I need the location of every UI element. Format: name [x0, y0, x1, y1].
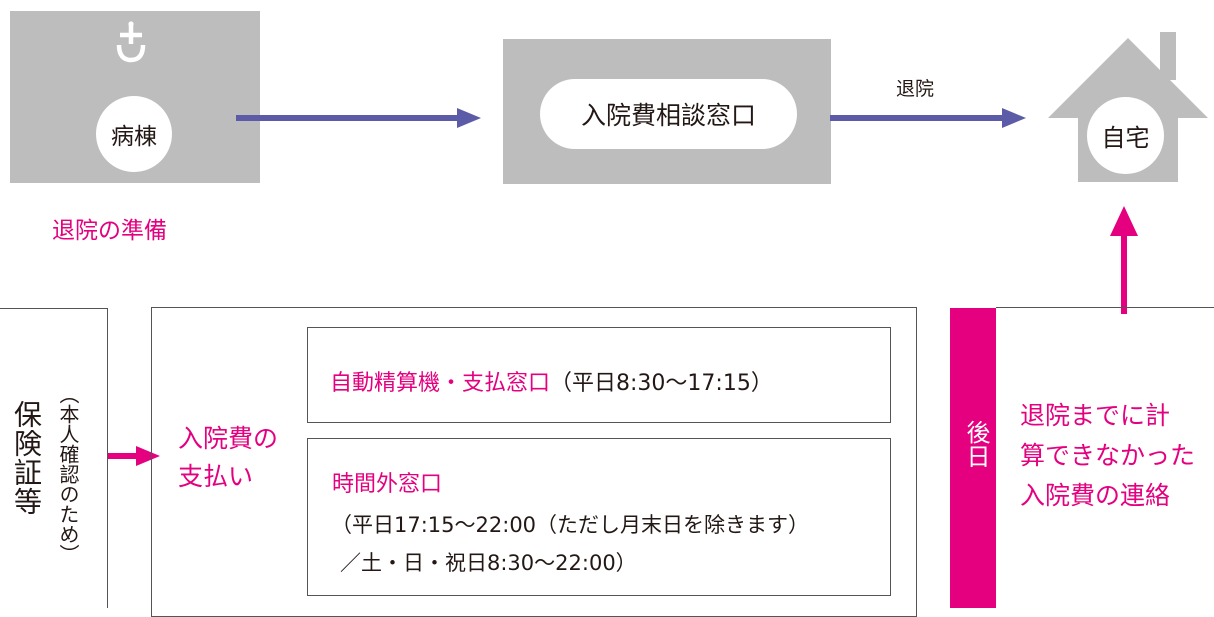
- prep-label: 退院の準備: [52, 218, 167, 244]
- consultation-label: 入院費相談窓口: [580, 101, 756, 130]
- contact-line3: 入院費の連絡: [1020, 481, 1171, 510]
- counter1-title: 自動精算機・支払窓口: [330, 371, 551, 396]
- arrow-insurance-to-payment: [108, 446, 160, 466]
- hospital-cross-icon: [116, 21, 146, 63]
- counter2-line1: （平日17:15〜22:00（ただし月末日を除きます）: [331, 513, 810, 537]
- later-label: 後日: [962, 420, 990, 468]
- discharge-label: 退院: [896, 78, 935, 100]
- consultation-pill: 入院費相談窓口: [540, 79, 797, 149]
- counter1-text: 自動精算機・支払窓口（平日8:30〜17:15）: [330, 365, 773, 397]
- insurance-label: 保険証等: [10, 400, 43, 516]
- counter2-line2: ／土・日・祝日8:30〜22:00）: [340, 551, 637, 575]
- counter2-title: 時間外窓口: [332, 472, 443, 497]
- arrow-discharge: [830, 108, 1026, 128]
- later-bar: [950, 308, 996, 608]
- counter1-hours: （平日8:30〜17:15）: [550, 371, 773, 396]
- insurance-left-rule: [0, 308, 108, 608]
- insurance-note: （本人確認のため）: [56, 384, 80, 564]
- counter2-box: [307, 438, 891, 596]
- arrow-ward-to-consultation: [236, 108, 481, 128]
- home-circle: 自宅: [1087, 97, 1164, 174]
- payment-label: 入院費の 支払い: [178, 420, 278, 496]
- contact-text: 退院までに計 算できなかった 入院費の連絡: [1020, 396, 1195, 516]
- contact-line1: 退院までに計: [1020, 401, 1171, 430]
- contact-line2: 算できなかった: [1020, 441, 1196, 470]
- contact-frame: [996, 307, 1214, 308]
- arrow-up-contact: [1110, 206, 1138, 314]
- payment-line1: 入院費の: [178, 424, 279, 453]
- home-label: 自宅: [1101, 124, 1150, 152]
- payment-line2: 支払い: [178, 462, 254, 491]
- counter1-box: [307, 327, 891, 423]
- ward-circle: 病棟: [96, 96, 172, 172]
- ward-label: 病棟: [111, 124, 157, 150]
